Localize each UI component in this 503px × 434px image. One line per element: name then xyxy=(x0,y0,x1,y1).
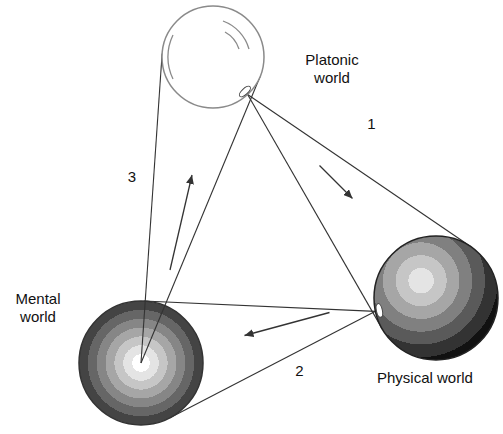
cone-opening xyxy=(238,85,252,99)
world-label: Mental world xyxy=(4,290,72,326)
world-sphere: Mental world xyxy=(78,300,204,426)
sphere-shape xyxy=(161,5,265,109)
callout-number: 1 xyxy=(367,116,375,131)
cone-line xyxy=(141,301,145,363)
world-sphere: Platonic world xyxy=(161,5,265,109)
sphere-shape xyxy=(373,235,499,361)
sphere-shape xyxy=(78,300,204,426)
callout-number: 2 xyxy=(295,363,303,378)
world-label: Platonic world xyxy=(293,51,371,87)
callout-number: 3 xyxy=(128,169,136,184)
world-sphere: Physical world xyxy=(373,235,499,361)
cone-opening xyxy=(375,303,384,318)
world-label: Physical world xyxy=(377,369,503,387)
